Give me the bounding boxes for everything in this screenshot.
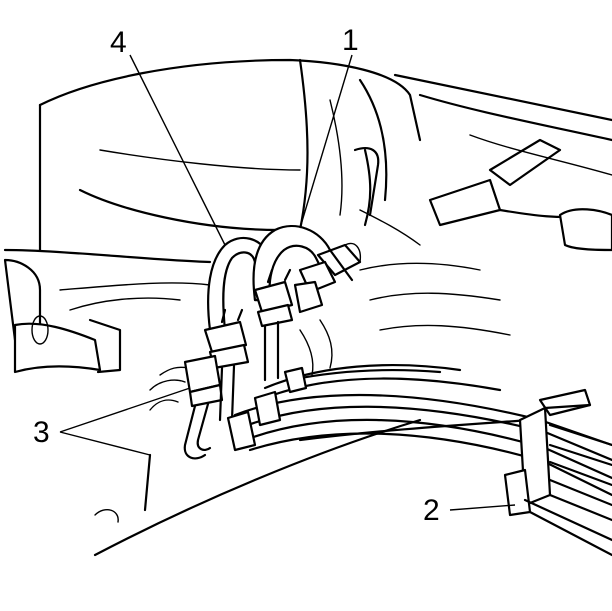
quick-connect-fitting-middle <box>253 268 294 328</box>
callout-leaders <box>59 54 516 511</box>
callout-2: 2 <box>423 494 440 527</box>
callout-1: 1 <box>342 24 359 57</box>
left-hose <box>3 258 122 374</box>
quick-connect-fitting-lower <box>183 308 250 408</box>
callout-3: 3 <box>33 416 50 449</box>
fuel-line-connector-block <box>503 388 612 557</box>
lower-body-outline <box>59 282 532 557</box>
leader-1 <box>299 54 353 229</box>
fuel-pipes-vertical <box>183 320 280 460</box>
upper-right-bracket <box>353 138 612 252</box>
leader-4 <box>129 54 226 246</box>
quick-connect-fitting-upper <box>293 242 362 314</box>
leader-3b <box>59 431 151 456</box>
engine-block-outline <box>3 58 612 264</box>
fuel-line-bundle <box>226 364 612 497</box>
leader-2 <box>449 504 516 511</box>
contour-lines <box>149 262 511 411</box>
leader-3a <box>59 387 191 433</box>
callout-4: 4 <box>110 26 127 59</box>
